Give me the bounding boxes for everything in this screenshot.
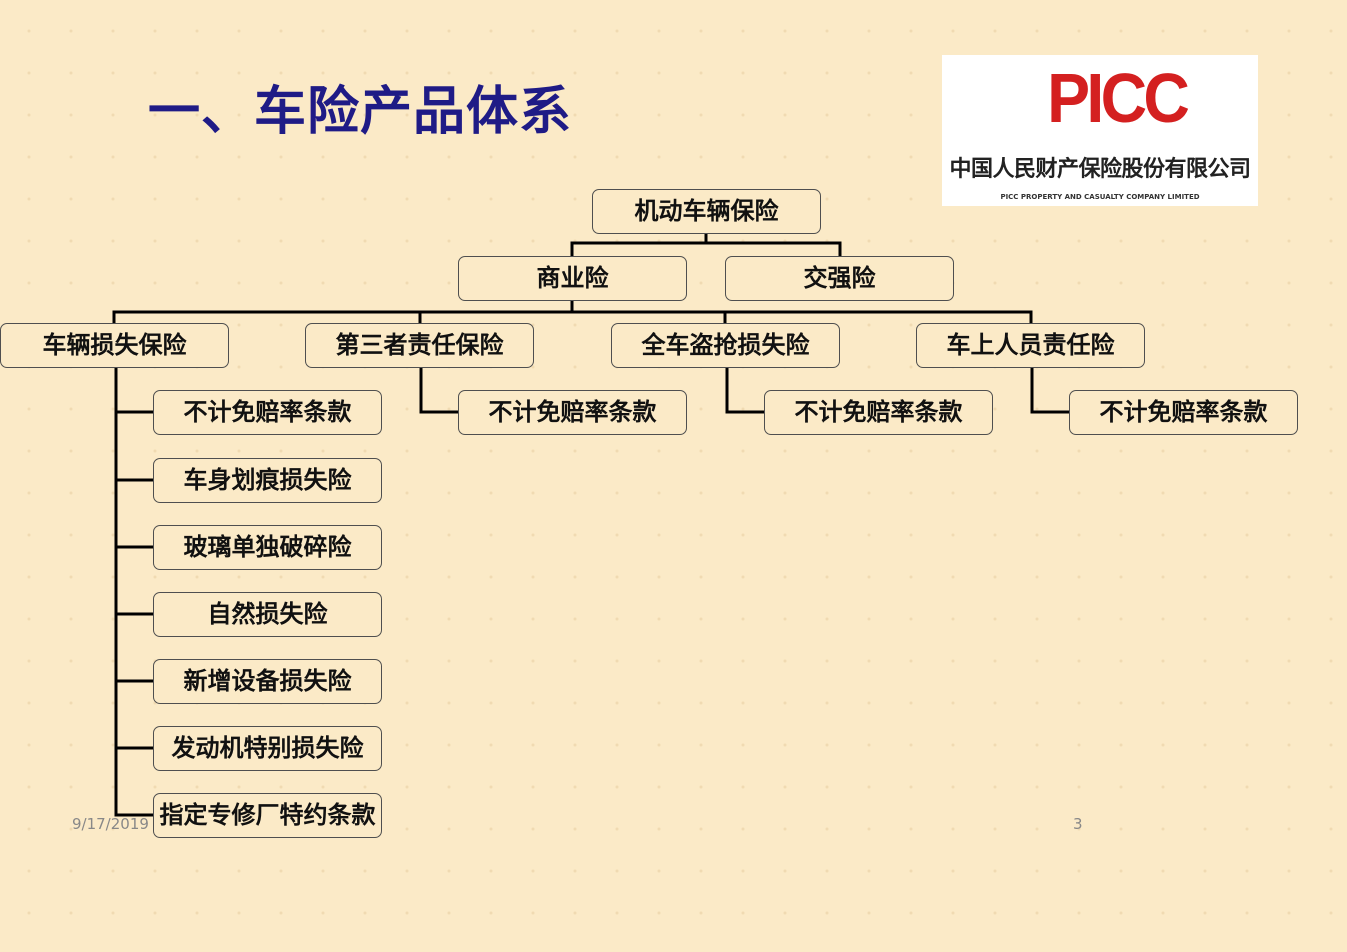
node-engine-special-loss-insurance: 发动机特别损失险 — [153, 726, 382, 771]
node-natural-loss-insurance: 自然损失险 — [153, 592, 382, 637]
node-glass-breakage-insurance: 玻璃单独破碎险 — [153, 525, 382, 570]
node-commercial-insurance: 商业险 — [458, 256, 687, 301]
node-theft-robbery-insurance: 全车盗抢损失险 — [611, 323, 840, 368]
node-body-scratch-insurance: 车身划痕损失险 — [153, 458, 382, 503]
node-deductible-clause-theft: 不计免赔率条款 — [764, 390, 993, 435]
slide-title: 一、车险产品体系 — [148, 82, 573, 142]
picc-logo: PICC 中国人民财产保险股份有限公司 PICC PROPERTY AND CA… — [942, 55, 1258, 206]
node-designated-repair-shop-clause: 指定专修厂特约条款 — [153, 793, 382, 838]
footer-page-number: 3 — [1073, 815, 1083, 833]
node-new-equipment-loss-insurance: 新增设备损失险 — [153, 659, 382, 704]
logo-company-english: PICC PROPERTY AND CASUALTY COMPANY LIMIT… — [1000, 193, 1200, 201]
footer-date: 9/17/2019 — [72, 815, 149, 833]
node-compulsory-insurance: 交强险 — [725, 256, 954, 301]
node-deductible-clause-third-party: 不计免赔率条款 — [458, 390, 687, 435]
node-third-party-liability-insurance: 第三者责任保险 — [305, 323, 534, 368]
node-deductible-clause-passenger: 不计免赔率条款 — [1069, 390, 1298, 435]
node-deductible-clause-vehicle-damage: 不计免赔率条款 — [153, 390, 382, 435]
node-motor-vehicle-insurance: 机动车辆保险 — [592, 189, 821, 234]
node-vehicle-damage-insurance: 车辆损失保险 — [0, 323, 229, 368]
node-passenger-liability-insurance: 车上人员责任险 — [916, 323, 1145, 368]
logo-company-chinese: 中国人民财产保险股份有限公司 — [949, 157, 1251, 182]
picc-logo-mark: PICC — [1047, 59, 1190, 137]
